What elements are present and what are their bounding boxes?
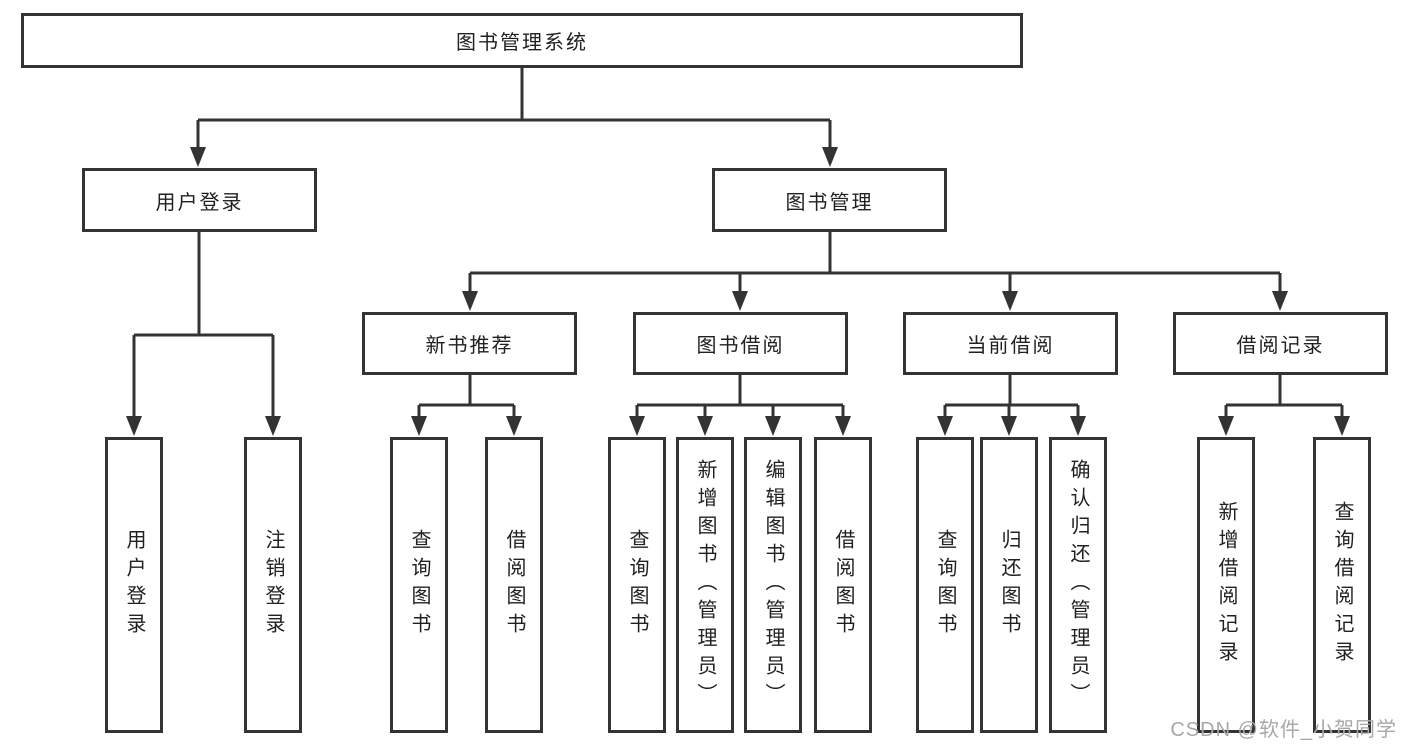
node-label: 图书管理 bbox=[785, 191, 874, 214]
leaf-logout: 注销登录 bbox=[244, 437, 302, 733]
node-label: 当前借阅 bbox=[966, 335, 1055, 357]
leaf-borrow-books-recommend: 借阅图书 bbox=[485, 437, 543, 733]
arrow-icon bbox=[190, 147, 206, 167]
node-label: 确认归还（管理员） bbox=[1067, 459, 1089, 711]
node-borrow-records: 借阅记录 bbox=[1173, 312, 1388, 375]
node-new-book-recommend: 新书推荐 bbox=[362, 312, 577, 375]
leaf-add-borrow-record: 新增借阅记录 bbox=[1197, 437, 1255, 733]
leaf-query-books-current: 查询图书 bbox=[916, 437, 974, 733]
leaf-user-login: 用户登录 bbox=[105, 437, 163, 733]
node-label: 用户登录 bbox=[123, 529, 145, 641]
arrow-icon bbox=[462, 291, 478, 311]
node-current-borrow: 当前借阅 bbox=[903, 312, 1118, 375]
leaf-query-books-borrow: 查询图书 bbox=[608, 437, 666, 733]
leaf-query-books-recommend: 查询图书 bbox=[390, 437, 448, 733]
node-label: 借阅图书 bbox=[503, 529, 525, 641]
arrow-icon bbox=[1002, 291, 1018, 311]
node-label: 新书推荐 bbox=[425, 335, 514, 357]
node-root: 图书管理系统 bbox=[21, 13, 1023, 68]
arrow-icon bbox=[732, 291, 748, 311]
arrow-icon bbox=[765, 416, 781, 436]
node-book-management: 图书管理 bbox=[712, 168, 947, 232]
arrow-icon bbox=[1334, 416, 1350, 436]
node-label: 借阅图书 bbox=[832, 529, 854, 641]
node-label: 新增借阅记录 bbox=[1215, 501, 1237, 669]
arrow-icon bbox=[1001, 416, 1017, 436]
leaf-query-borrow-record: 查询借阅记录 bbox=[1313, 437, 1371, 733]
arrow-icon bbox=[697, 416, 713, 436]
leaf-add-book-admin: 新增图书（管理员） bbox=[676, 437, 734, 733]
leaf-confirm-return-admin: 确认归还（管理员） bbox=[1049, 437, 1107, 733]
arrow-icon bbox=[411, 416, 427, 436]
arrowheads bbox=[126, 147, 1350, 436]
node-label: 查询借阅记录 bbox=[1331, 501, 1353, 669]
node-label: 新增图书（管理员） bbox=[694, 459, 716, 711]
leaf-return-book: 归还图书 bbox=[980, 437, 1038, 733]
node-label: 借阅记录 bbox=[1236, 335, 1325, 357]
arrow-icon bbox=[1070, 416, 1086, 436]
node-label: 查询图书 bbox=[408, 529, 430, 641]
leaf-edit-book-admin: 编辑图书（管理员） bbox=[744, 437, 802, 733]
arrow-icon bbox=[506, 416, 522, 436]
leaf-borrow-books: 借阅图书 bbox=[814, 437, 872, 733]
node-book-borrow: 图书借阅 bbox=[633, 312, 848, 375]
arrow-icon bbox=[1272, 291, 1288, 311]
arrow-icon bbox=[937, 416, 953, 436]
node-label: 归还图书 bbox=[998, 529, 1020, 641]
node-label: 图书借阅 bbox=[696, 335, 785, 357]
node-label: 查询图书 bbox=[626, 529, 648, 641]
arrow-icon bbox=[1218, 416, 1234, 436]
node-label: 图书管理系统 bbox=[456, 32, 588, 54]
node-label: 用户登录 bbox=[155, 191, 244, 214]
arrow-icon bbox=[126, 416, 142, 436]
node-label: 编辑图书（管理员） bbox=[762, 459, 784, 711]
node-label: 查询图书 bbox=[934, 529, 956, 641]
arrow-icon bbox=[835, 416, 851, 436]
node-label: 注销登录 bbox=[262, 529, 284, 641]
arrow-icon bbox=[265, 416, 281, 436]
arrow-icon bbox=[629, 416, 645, 436]
node-user-login: 用户登录 bbox=[82, 168, 317, 232]
arrow-icon bbox=[822, 147, 838, 167]
watermark: CSDN @软件_小贺同学 bbox=[1170, 719, 1397, 741]
